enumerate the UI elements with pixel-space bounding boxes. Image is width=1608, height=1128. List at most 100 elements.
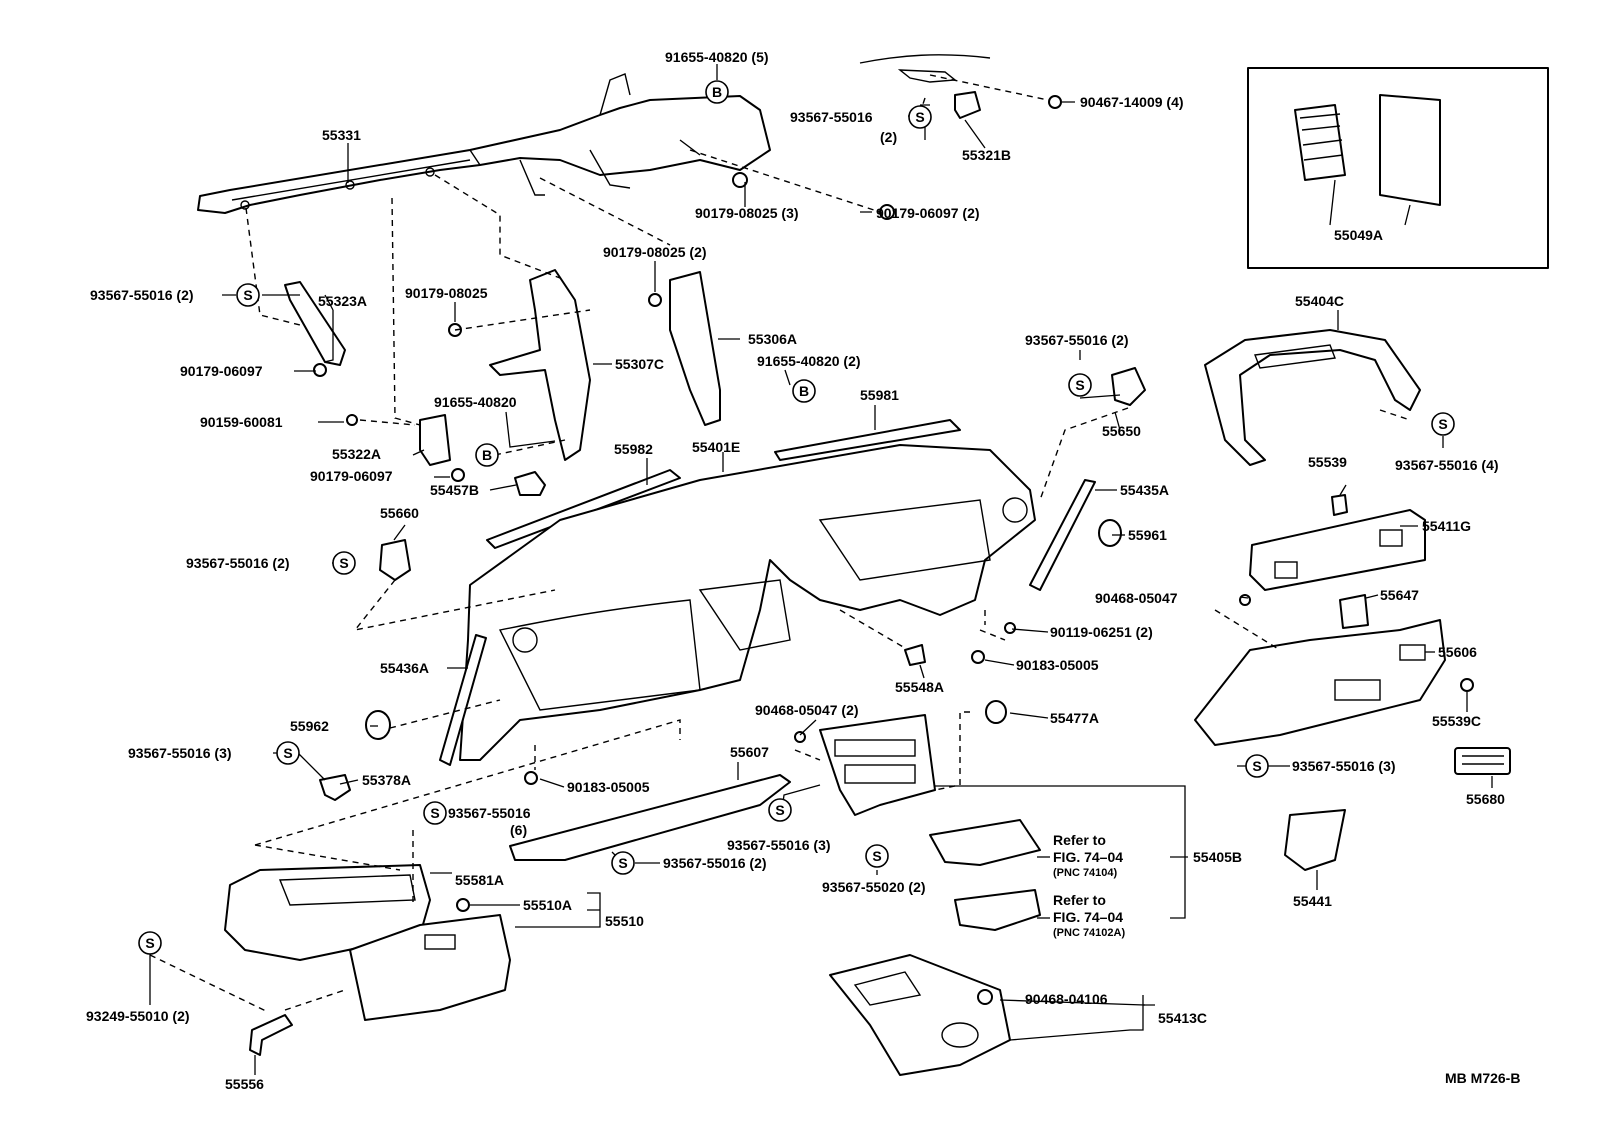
label-55322A: 55322A <box>332 446 381 462</box>
label-55321B: 55321B <box>962 147 1011 163</box>
label-55306A: 55306A <box>748 331 797 347</box>
label-55436A: 55436A <box>380 660 429 676</box>
label-55981: 55981 <box>860 387 899 403</box>
part-55049A-inset <box>1247 67 1549 269</box>
part-labels: 55331 91655-40820 (5) 93567-55016 (2) 90… <box>86 49 1520 1092</box>
label-91655-40820-5: 91655-40820 (5) <box>665 49 769 65</box>
label-90179-08025-2: 90179-08025 (2) <box>603 244 707 260</box>
symbol-s-left: S <box>236 283 260 307</box>
symbol-s-cluster-low: S <box>865 844 889 868</box>
label-55477A: 55477A <box>1050 710 1099 726</box>
fastener-90119 <box>1004 622 1016 634</box>
label-55961: 55961 <box>1128 527 1167 543</box>
part-55331-reinforcement <box>197 73 771 214</box>
symbol-s-55404c: S <box>1431 412 1455 436</box>
part-55306A-brace <box>648 271 721 426</box>
label-93567-55016-2-l2: 93567-55016 (2) <box>186 555 290 571</box>
label-55982: 55982 <box>614 441 653 457</box>
label-93567-55016-3-c: 93567-55016 (3) <box>727 837 831 853</box>
part-55510-door <box>349 898 511 1021</box>
label-90179-06097-2: 90179-06097 (2) <box>876 205 980 221</box>
svg-text:B: B <box>712 84 722 100</box>
label-90468-05047-2: 90468-05047 (2) <box>755 702 859 718</box>
symbol-s-55378a: S <box>276 741 300 765</box>
part-55457B-clip <box>514 471 546 496</box>
fastener-90468-05047 <box>1239 594 1251 606</box>
label-55556: 55556 <box>225 1076 264 1092</box>
label-55962: 55962 <box>290 718 329 734</box>
symbol-s-hinge: S <box>138 931 162 955</box>
label-90159-60081: 90159-60081 <box>200 414 283 430</box>
label-90179-08025-3: 90179-08025 (3) <box>695 205 799 221</box>
refer-2-line2: FIG. 74–04 <box>1053 909 1123 925</box>
label-90183-05005-b: 90183-05005 <box>567 779 650 795</box>
label-90468-05047: 90468-05047 <box>1095 590 1178 606</box>
label-90468-04106: 90468-04106 <box>1025 991 1108 1007</box>
symbol-s-55607-low: S <box>611 851 635 875</box>
part-55378A-clip <box>319 774 351 801</box>
svg-text:S: S <box>430 805 439 821</box>
label-55660: 55660 <box>380 505 419 521</box>
label-93567-55016-2-c: 93567-55016 (2) <box>663 855 767 871</box>
label-93567-55016-2-left: 93567-55016 (2) <box>90 287 194 303</box>
label-55647: 55647 <box>1380 587 1419 603</box>
label-93567-55016-4: 93567-55016 (4) <box>1395 457 1499 473</box>
refer-2-line3: (PNC 74102A) <box>1053 927 1125 939</box>
svg-text:S: S <box>283 745 292 761</box>
part-55556-hinge <box>249 1014 293 1056</box>
symbol-s-cluster: S <box>768 798 792 822</box>
label-90179-08025: 90179-08025 <box>405 285 488 301</box>
label-93249-55010-2: 93249-55010 (2) <box>86 1008 190 1024</box>
refer-1-line3: (PNC 74104) <box>1053 867 1118 879</box>
label-55331: 55331 <box>322 127 361 143</box>
symbol-b-left: B <box>475 443 499 467</box>
part-55411G-panel <box>1249 494 1426 591</box>
part-55660-vent <box>379 539 411 581</box>
label-55457B: 55457B <box>430 482 479 498</box>
label-55411G: 55411G <box>1422 518 1471 534</box>
part-55307C-brace <box>448 269 591 461</box>
label-6: (6) <box>510 822 527 838</box>
label-55435A: 55435A <box>1120 482 1169 498</box>
svg-text:S: S <box>243 287 252 303</box>
part-55441-pocket <box>1284 809 1346 871</box>
label-55680: 55680 <box>1466 791 1505 807</box>
label-90179-06097: 90179-06097 <box>180 363 263 379</box>
part-55680-switch <box>1454 747 1511 775</box>
symbol-b-mid: B <box>792 379 816 403</box>
label-55413C: 55413C <box>1158 1010 1207 1026</box>
part-55548A-clip <box>904 644 926 666</box>
part-55961-plug <box>1098 519 1122 547</box>
part-55607-trim <box>509 774 791 861</box>
part-55606-lower-panel <box>1194 594 1446 746</box>
label-93567-55016-2-r: 93567-55016 (2) <box>1025 332 1129 348</box>
label-93567-55020-2: 93567-55020 (2) <box>822 879 926 895</box>
refer-1-line2: FIG. 74–04 <box>1053 849 1123 865</box>
fastener-90467 <box>1048 95 1062 109</box>
label-55049A: 55049A <box>1334 227 1383 243</box>
svg-text:S: S <box>1075 377 1084 393</box>
label-91655-40820-2: 91655-40820 (2) <box>757 353 861 369</box>
label-55401E: 55401E <box>692 439 740 455</box>
svg-text:S: S <box>872 848 881 864</box>
symbol-b-top: B <box>705 80 729 104</box>
svg-text:B: B <box>482 447 492 463</box>
svg-text:S: S <box>145 935 154 951</box>
label-91655-40820: 91655-40820 <box>434 394 517 410</box>
symbol-s-55660: S <box>332 551 356 575</box>
label-90119-06251-2: 90119-06251 (2) <box>1050 624 1153 640</box>
part-55650-vent <box>1111 367 1146 406</box>
label-55307C: 55307C <box>615 356 664 372</box>
fastener-55539C <box>1460 678 1474 692</box>
label-55539C: 55539C <box>1432 713 1481 729</box>
svg-text:S: S <box>1438 416 1447 432</box>
part-55413C-console <box>829 954 1011 1076</box>
part-55322A-bracket <box>346 414 465 482</box>
symbol-s-55650: S <box>1068 373 1092 397</box>
label-93567-55016-6: 93567-55016 <box>448 805 531 821</box>
refer-1-line1: Refer to <box>1053 832 1106 848</box>
svg-text:S: S <box>775 802 784 818</box>
label-55650: 55650 <box>1102 423 1141 439</box>
svg-text:S: S <box>618 855 627 871</box>
